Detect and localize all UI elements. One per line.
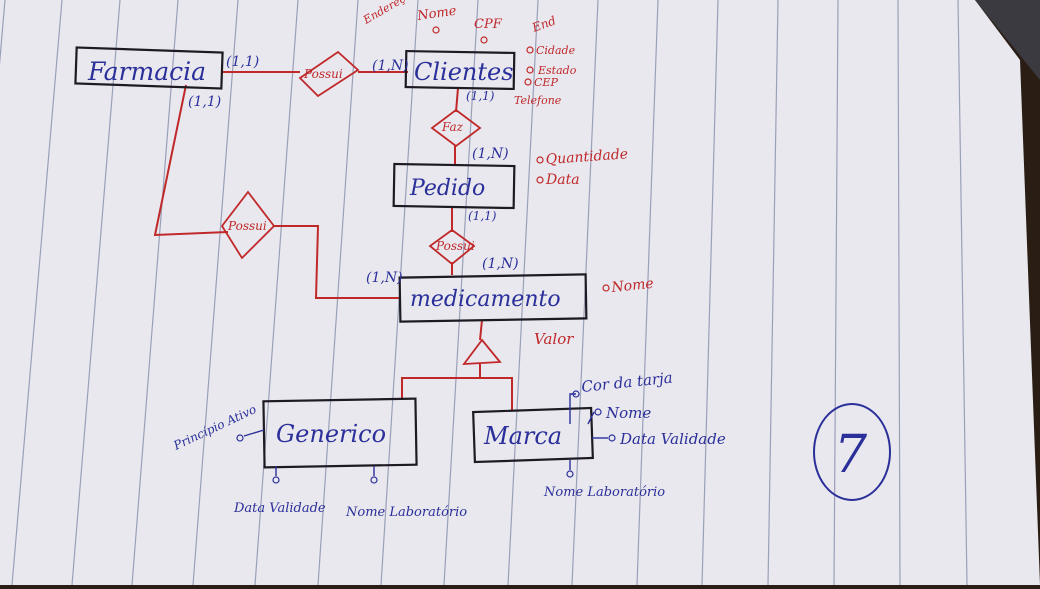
attr-pedido-data: Data bbox=[545, 172, 580, 188]
cardinality-medicamento-top: (1,N) bbox=[482, 256, 519, 272]
attr-clientes-cidade: Cidade bbox=[536, 44, 576, 57]
cardinality-farmacia-bottom: (1,1) bbox=[188, 94, 221, 110]
attributes-pedido: Quantidade Data bbox=[536, 146, 629, 188]
attr-generico-nome-laboratorio: Nome Laboratório bbox=[345, 505, 467, 520]
attr-marca-nome-laboratorio: Nome Laboratório bbox=[543, 485, 665, 500]
attr-marca-nome: Nome bbox=[605, 404, 651, 422]
attr-clientes-cpf: CPF bbox=[474, 17, 503, 32]
cardinality-clientes-bottom: (1,1) bbox=[466, 89, 495, 103]
attr-medicamento-valor: Valor bbox=[534, 330, 574, 348]
relationship-possui-farmacia-medicamento-label: Possui bbox=[227, 219, 267, 233]
cardinality-farmacia-right: (1,1) bbox=[226, 54, 259, 70]
entity-medicamento[interactable]: medicamento bbox=[398, 273, 588, 323]
cardinality-medicamento-left: (1,N) bbox=[366, 270, 403, 286]
page-number-badge: 7 bbox=[813, 403, 891, 501]
page-number: 7 bbox=[834, 425, 868, 485]
relationship-faz-label: Faz bbox=[441, 120, 464, 134]
relationship-possui-farmacia-clientes[interactable]: Possui bbox=[298, 50, 360, 98]
attr-clientes-cep: CEP bbox=[534, 76, 558, 89]
cardinality-pedido-bottom: (1,1) bbox=[468, 209, 497, 223]
attr-medicamento-nome: Nome bbox=[610, 276, 655, 296]
attributes-medicamento: Nome Valor bbox=[534, 276, 654, 348]
entity-marca[interactable]: Marca bbox=[472, 406, 594, 464]
specialization-triangle bbox=[462, 338, 502, 378]
cardinality-clientes-left: (1,N) bbox=[372, 58, 409, 74]
attr-pedido-quantidade: Quantidade bbox=[545, 146, 628, 168]
entity-pedido[interactable]: Pedido bbox=[392, 162, 516, 210]
entity-marca-label: Marca bbox=[483, 422, 562, 450]
relationship-possui-farmacia-medicamento[interactable]: Possui bbox=[220, 190, 276, 260]
entity-clientes[interactable]: Clientes bbox=[404, 49, 516, 91]
connectors bbox=[153, 71, 513, 410]
entity-farmacia[interactable]: Farmacia bbox=[74, 46, 224, 90]
attr-clientes-telefone: Telefone bbox=[514, 94, 562, 107]
relationship-possui-pedido-medicamento[interactable]: Possui bbox=[428, 228, 476, 266]
entity-pedido-label: Pedido bbox=[409, 176, 485, 201]
relationship-possui-farmacia-clientes-label: Possui bbox=[303, 67, 343, 81]
cardinality-pedido-top: (1,N) bbox=[472, 146, 509, 162]
cardinalities: (1,1) (1,1) (1,N) (1,1) (1,N) (1,1) (1,N… bbox=[188, 54, 519, 286]
attr-marca-data-validade: Data Validade bbox=[619, 430, 726, 448]
attr-clientes-nome: Nome bbox=[415, 4, 457, 24]
relationship-possui-pedido-medicamento-label: Possui bbox=[435, 239, 475, 253]
relationship-faz[interactable]: Faz bbox=[430, 108, 482, 148]
entity-generico[interactable]: Generico bbox=[262, 397, 418, 469]
entity-clientes-label: Clientes bbox=[414, 58, 514, 86]
entity-medicamento-label: medicamento bbox=[410, 287, 561, 312]
attr-generico-data-validade: Data Validade bbox=[233, 501, 326, 516]
entity-generico-label: Generico bbox=[276, 420, 386, 448]
attr-clientes-estado: Estado bbox=[537, 64, 577, 77]
entity-farmacia-label: Farmacia bbox=[87, 57, 206, 86]
pen bbox=[975, 0, 1040, 80]
